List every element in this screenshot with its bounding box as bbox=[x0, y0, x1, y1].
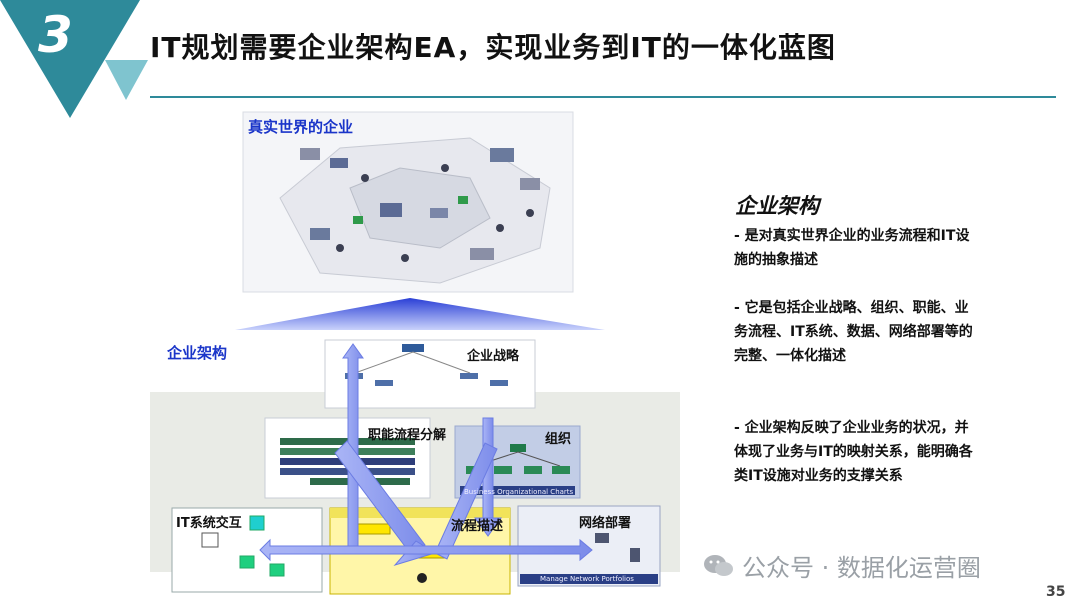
page-title: IT规划需要企业架构EA，实现业务到IT的一体化蓝图 bbox=[150, 31, 836, 64]
organization-label: 组织 bbox=[545, 432, 572, 447]
mapping-arrows bbox=[259, 343, 593, 566]
panel-heading: 企业架构 bbox=[735, 194, 819, 218]
it-interaction-label: IT系统交互 bbox=[176, 516, 242, 531]
section-number: 3 bbox=[38, 6, 73, 64]
network-caption: Manage Network Portfolios bbox=[540, 575, 634, 583]
abstraction-triangle bbox=[235, 298, 605, 330]
bullet-item: - 是对真实世界企业的业务流程和IT设施的抽象描述 bbox=[734, 228, 970, 268]
function-process-label: 职能流程分解 bbox=[368, 428, 447, 443]
strategy-label: 企业战略 bbox=[467, 349, 520, 364]
strategy-panel bbox=[324, 339, 536, 409]
enterprise-architecture-label: 企业架构 bbox=[167, 344, 228, 362]
title-divider bbox=[150, 96, 1056, 98]
bullet-item: - 企业架构反映了企业业务的状况，并体现了业务与IT的映射关系，能明确各类IT设… bbox=[734, 420, 973, 484]
real-world-enterprise-image bbox=[242, 111, 574, 293]
bullet-item: - 它是包括企业战略、组织、职能、业务流程、IT系统、数据、网络部署等的完整、一… bbox=[734, 300, 973, 364]
network-deployment-label: 网络部署 bbox=[579, 516, 632, 531]
process-description-label: 流程描述 bbox=[451, 519, 504, 534]
section-badge bbox=[0, 0, 148, 118]
page-number: 35 bbox=[1046, 584, 1066, 600]
org-chart-caption: Business Organizational Charts bbox=[464, 488, 574, 496]
real-world-enterprise-label: 真实世界的企业 bbox=[248, 118, 354, 136]
wechat-icon bbox=[704, 555, 733, 576]
enterprise-architecture-diagram bbox=[150, 111, 680, 595]
watermark-text: 公众号 · 数据化运营圈 bbox=[742, 554, 981, 582]
